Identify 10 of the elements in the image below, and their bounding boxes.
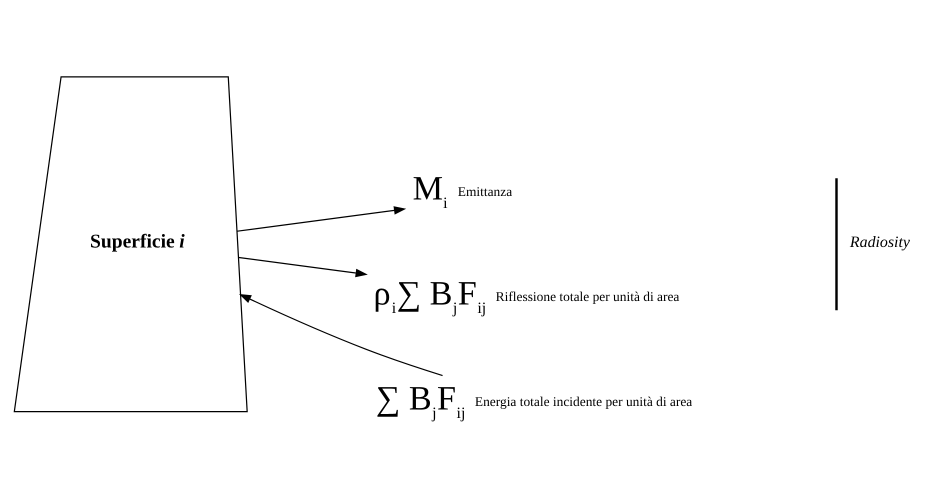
node-text: M$_{i}$ <box>412 170 448 212</box>
node-label: Emittanza <box>457 183 512 198</box>
label: Radiosity <box>849 234 910 251</box>
arrow <box>236 206 406 232</box>
node-label: Energia totale incidente per unità di area <box>474 393 692 408</box>
node-text: ∑ B$_{j}$F$_{ij}$ <box>375 380 465 422</box>
arrow <box>238 293 442 376</box>
node-text: ρ$_{i}$∑ B$_{j}$F$_{ij}$ <box>372 275 486 317</box>
node-label: Riflessione totale per unità di area <box>495 288 679 304</box>
arrow <box>238 256 368 277</box>
